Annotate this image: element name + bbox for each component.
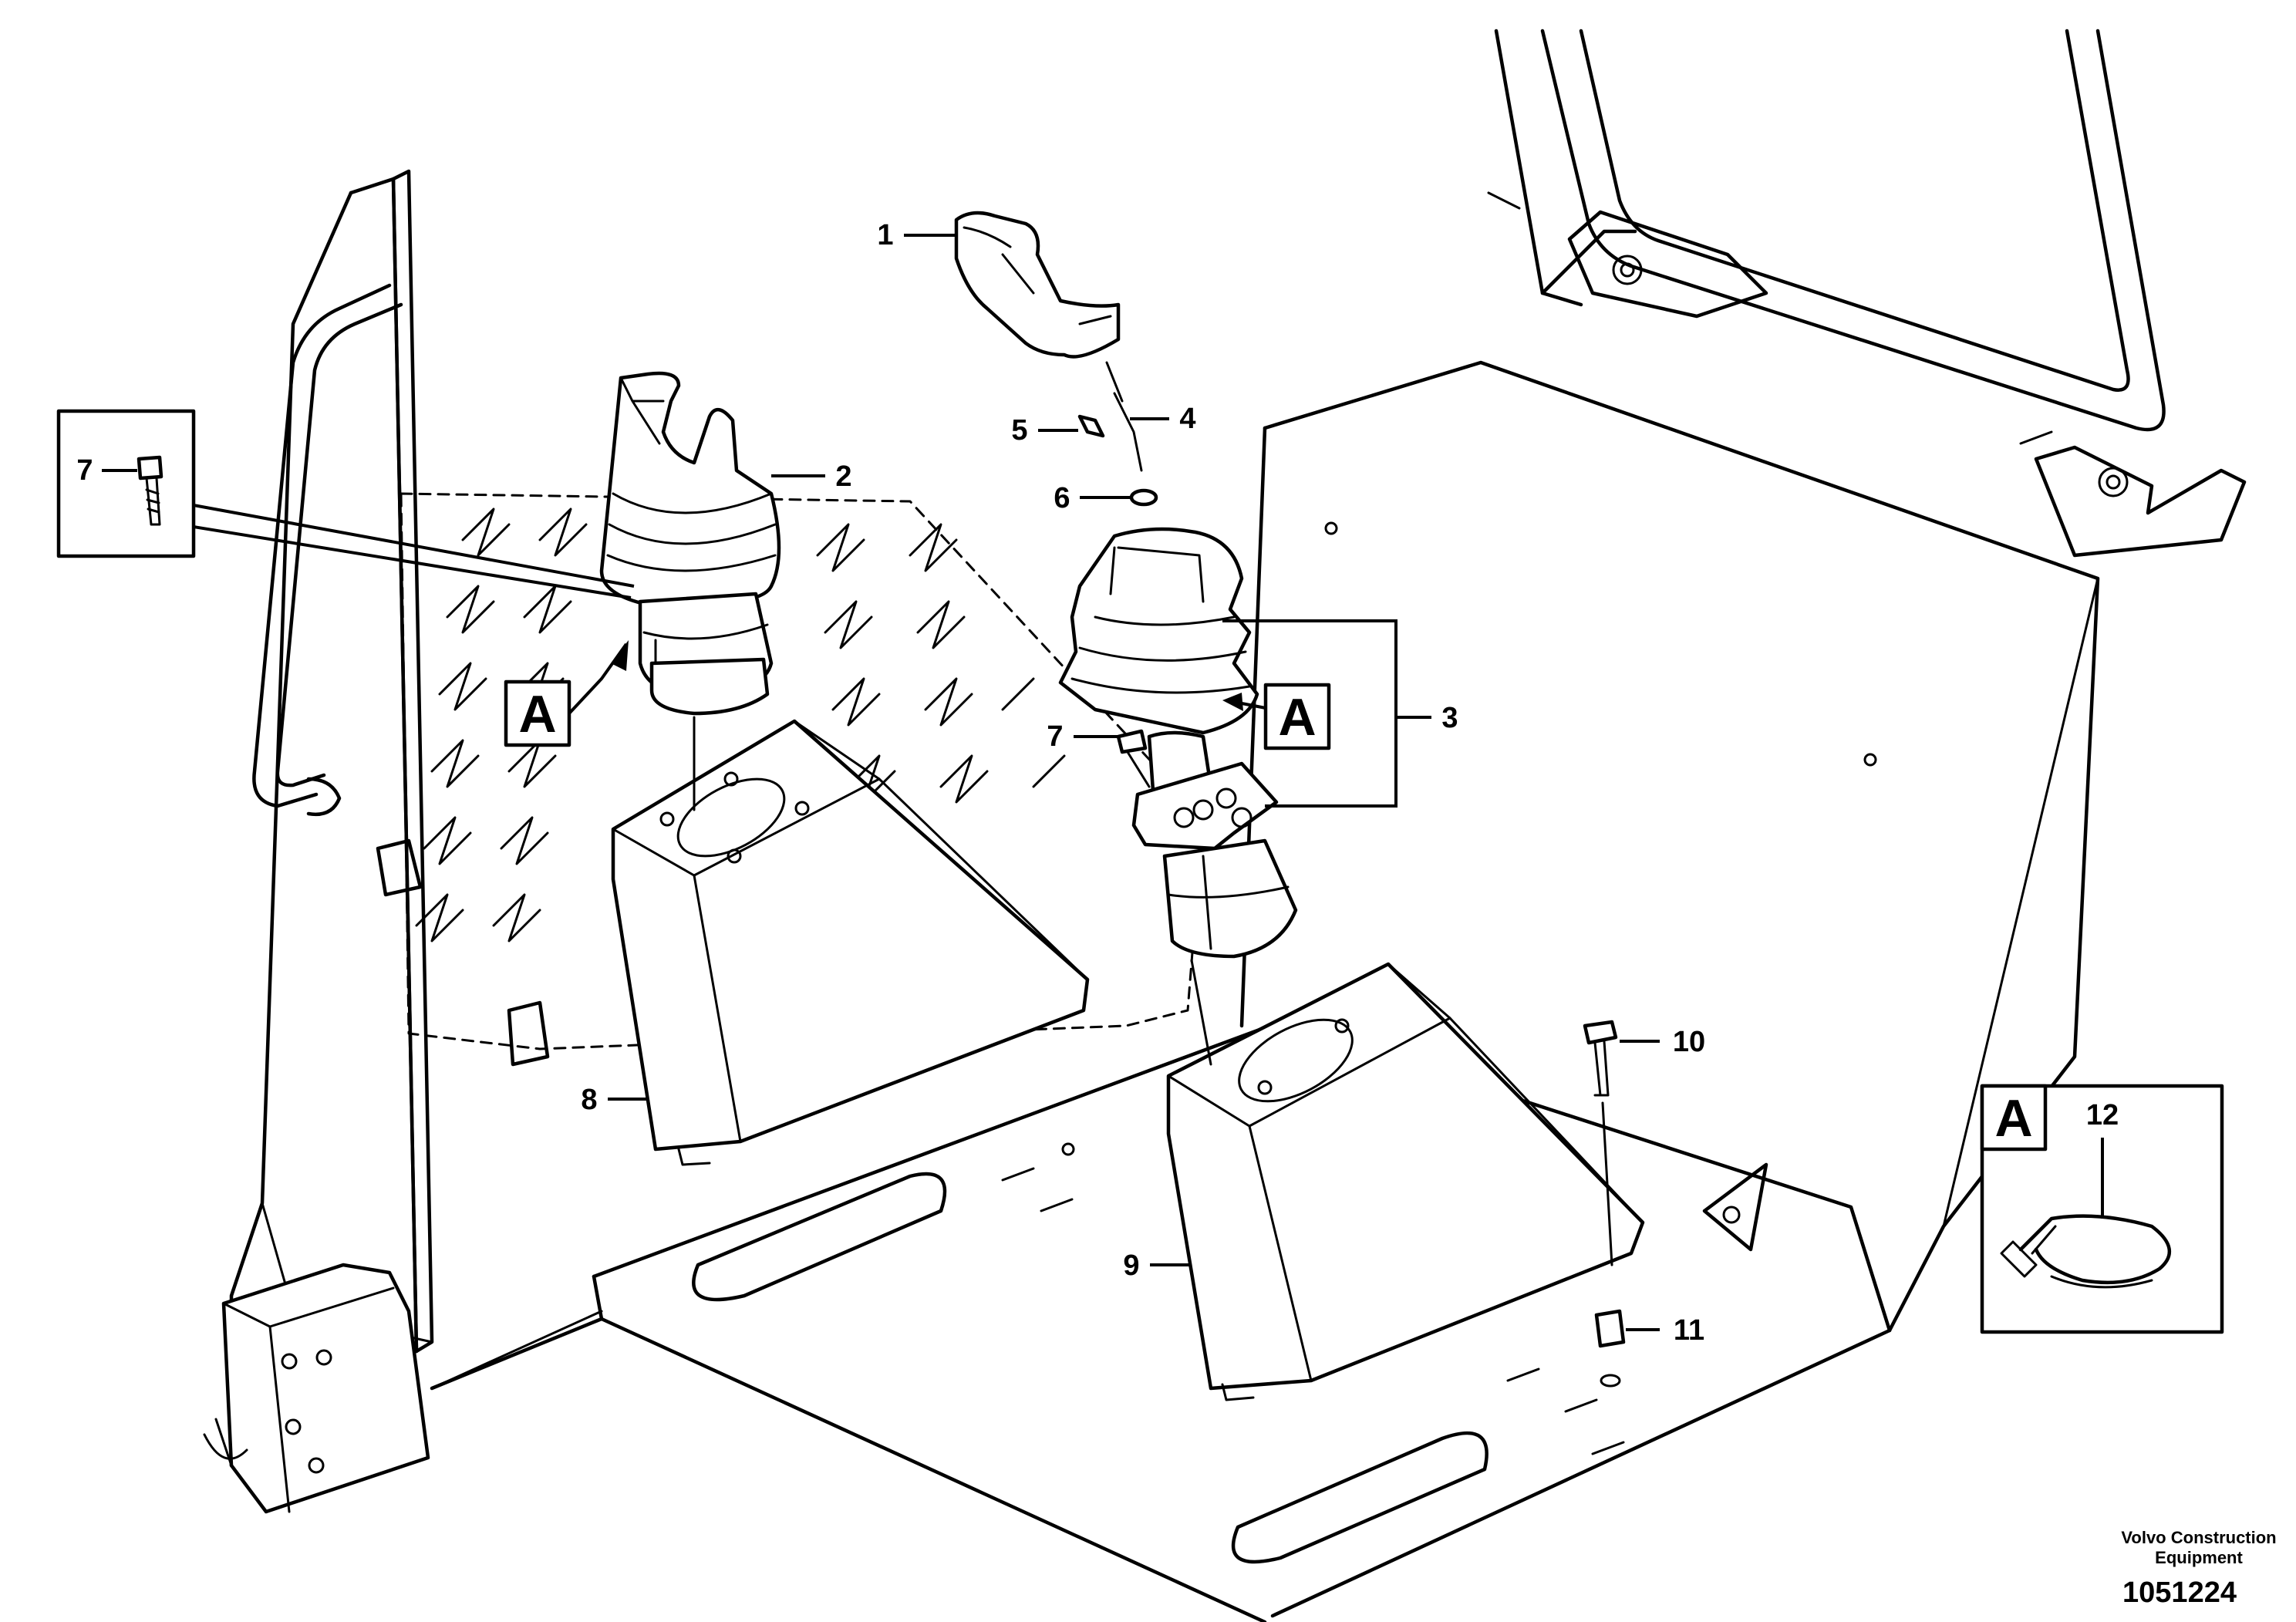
callout-8: 8 [581,1084,648,1116]
callout-10: 10 [1620,1026,1705,1058]
badge-a-right: A [1222,683,1331,750]
callout-7-label: 7 [1047,720,1063,753]
badge-a-left: A [504,640,629,747]
callout-12: 12 [2086,1099,2119,1219]
bolt-10 [1583,1020,1618,1266]
nut-11 [1594,1309,1626,1388]
detail-box-screw [56,409,635,599]
callout-1-label: 1 [877,219,893,251]
callout-9-label: 9 [1123,1249,1139,1282]
right-console-box [1166,962,1645,1401]
callout-1: 1 [877,219,956,251]
badge-a-right-label: A [1278,688,1316,747]
callout-9: 9 [1123,1249,1190,1282]
left-console-box [611,719,1090,1166]
callout-7-detail-label: 7 [76,454,93,487]
callout-5-label: 5 [1011,414,1027,447]
callout-7-detail: 7 [76,454,137,487]
badge-a-left-label: A [518,685,556,744]
callout-2-label: 2 [835,460,851,493]
callout-3-label: 3 [1441,702,1458,734]
callout-3: 3 [1396,702,1458,734]
badge-a-detail: A [1980,1084,2048,1152]
badge-a-detail-label: A [1994,1089,2032,1148]
left-joystick-assembly [599,371,781,811]
callout-4-label: 4 [1179,403,1195,435]
cab-frame [203,29,2247,1622]
callout-12-label: 12 [2086,1099,2119,1131]
callout-2: 2 [771,460,852,493]
callout-11: 11 [1626,1314,1704,1347]
credit-line-2: Equipment [2155,1548,2243,1567]
callout-8-label: 8 [581,1084,597,1116]
document-number: 1051224 [2122,1576,2237,1609]
callout-6: 6 [1054,482,1131,514]
callout-6-label: 6 [1054,482,1070,514]
right-joystick-assembly [954,211,1397,1066]
callout-7: 7 [1047,720,1118,753]
callout-4: 4 [1130,403,1196,435]
callout-11-label: 11 [1674,1314,1704,1347]
callout-5: 5 [1011,414,1078,447]
callout-10-label: 10 [1673,1026,1705,1058]
credit-line-1: Volvo Construction [2121,1528,2276,1547]
